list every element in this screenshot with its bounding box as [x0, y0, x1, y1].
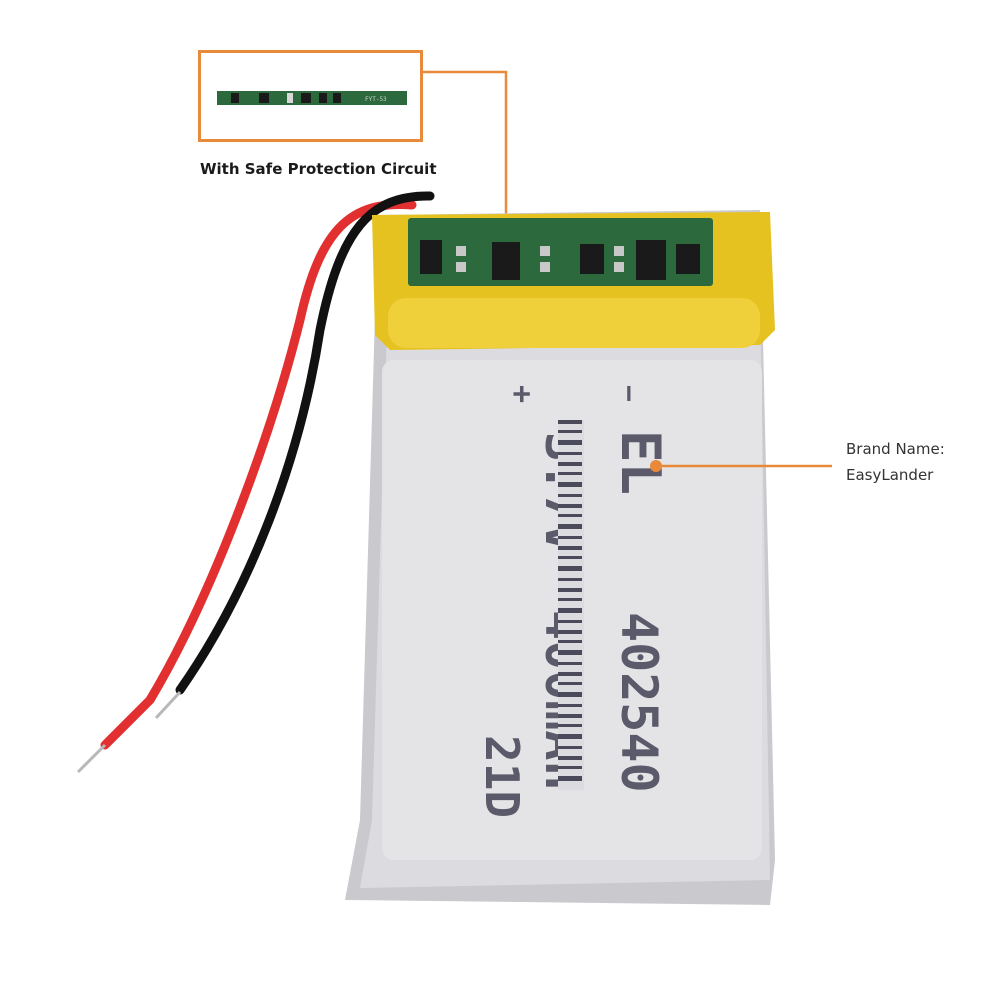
- date-code: 21D: [475, 735, 529, 818]
- protection-pcb: [408, 218, 713, 286]
- positive-sign: +: [504, 385, 539, 403]
- barcode: [558, 420, 584, 790]
- positive-wire-tip: [76, 743, 107, 774]
- battery-cell: [345, 210, 775, 905]
- pcb-inset-image: FYT-53: [217, 91, 407, 105]
- negative-wire-tip: [154, 690, 182, 720]
- inset-pad-1: [287, 93, 293, 103]
- model-number: 402540: [610, 612, 668, 793]
- lead-wires: [76, 191, 435, 774]
- negative-sign: −: [613, 385, 646, 402]
- inset-chip-5: [333, 93, 341, 103]
- brand-logo: EL: [609, 430, 672, 495]
- brand-callout: Brand Name: EasyLander: [846, 436, 945, 488]
- pcb-inset-box: FYT-53: [198, 50, 423, 142]
- brand-callout-value: EasyLander: [846, 466, 934, 484]
- negative-wire: [175, 191, 435, 695]
- positive-wire: [100, 199, 417, 750]
- kapton-tape-inner: [388, 298, 760, 348]
- pcb-components: [420, 240, 700, 280]
- cell-print: − + EL 402540 3.7V 400mAh 21D: [475, 385, 672, 818]
- inset-chip-2: [259, 93, 269, 103]
- inset-chip-4: [319, 93, 327, 103]
- brand-leader-dot: [650, 460, 662, 472]
- inset-chip-3: [301, 93, 311, 103]
- inset-chip-1: [231, 93, 239, 103]
- brand-callout-title: Brand Name:: [846, 440, 945, 458]
- pcb-pads: [456, 246, 624, 272]
- pcb-caption: With Safe Protection Circuit: [200, 160, 437, 178]
- inset-pcb-marking: FYT-53: [365, 96, 387, 103]
- pcb-leader-line: [423, 70, 508, 238]
